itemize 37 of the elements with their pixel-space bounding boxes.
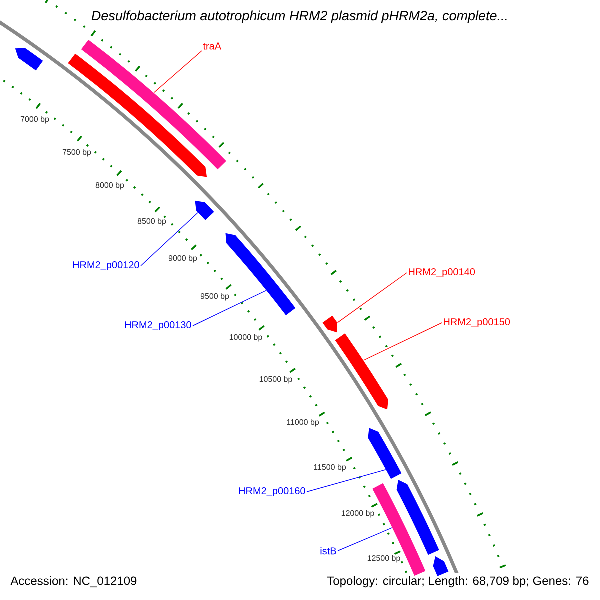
footer-text: Topology: circular; Length: 68,709 bp; Genes: 76 xyxy=(327,576,589,588)
tick-label: 11500 bp xyxy=(314,464,346,472)
gene-label: HRM2_p00120 xyxy=(73,261,140,271)
tick-label: 9500 bp xyxy=(200,293,230,301)
gene-feature xyxy=(433,556,449,576)
leader-line xyxy=(338,528,393,552)
tick-label: 9000 bp xyxy=(168,255,198,263)
tick-label: 10000 bp xyxy=(230,334,262,342)
leader-line xyxy=(192,290,267,326)
tick-label: 8500 bp xyxy=(138,218,166,226)
leader-line xyxy=(154,50,202,94)
leader-line xyxy=(140,212,198,266)
gene-band xyxy=(81,40,226,170)
gene-label: traA xyxy=(203,42,222,50)
leader-line xyxy=(363,322,442,361)
tick-label: 7000 bp xyxy=(20,116,50,124)
gene-feature xyxy=(335,334,388,410)
gene-feature xyxy=(322,316,338,333)
leader-line xyxy=(306,470,386,492)
tick-label: 7500 bp xyxy=(62,149,92,157)
gene-label: HRM2_p00150 xyxy=(444,318,510,328)
gene-label: HRM2_p00140 xyxy=(409,268,476,278)
leader-line xyxy=(337,272,408,324)
tick-label: 12500 bp xyxy=(368,555,400,563)
gene-feature xyxy=(195,200,214,220)
gene-label: HRM2_p00160 xyxy=(239,487,306,497)
gene-feature xyxy=(15,48,44,71)
tick-label: 10500 bp xyxy=(260,376,292,384)
footer-text: Accession: NC_012109 xyxy=(10,576,137,588)
gene-feature xyxy=(368,428,402,480)
tick-label: 8000 bp xyxy=(96,182,124,190)
tick-label: 12000 bp xyxy=(342,510,374,518)
title: Desulfobacterium autotrophicum HRM2 plasmid pHRM2a, complete... xyxy=(92,10,507,24)
tick-label: 11000 bp xyxy=(287,419,320,427)
gene-label: HRM2_p00130 xyxy=(125,321,192,331)
gene-feature xyxy=(396,480,440,556)
gene-label: istB xyxy=(320,547,336,555)
